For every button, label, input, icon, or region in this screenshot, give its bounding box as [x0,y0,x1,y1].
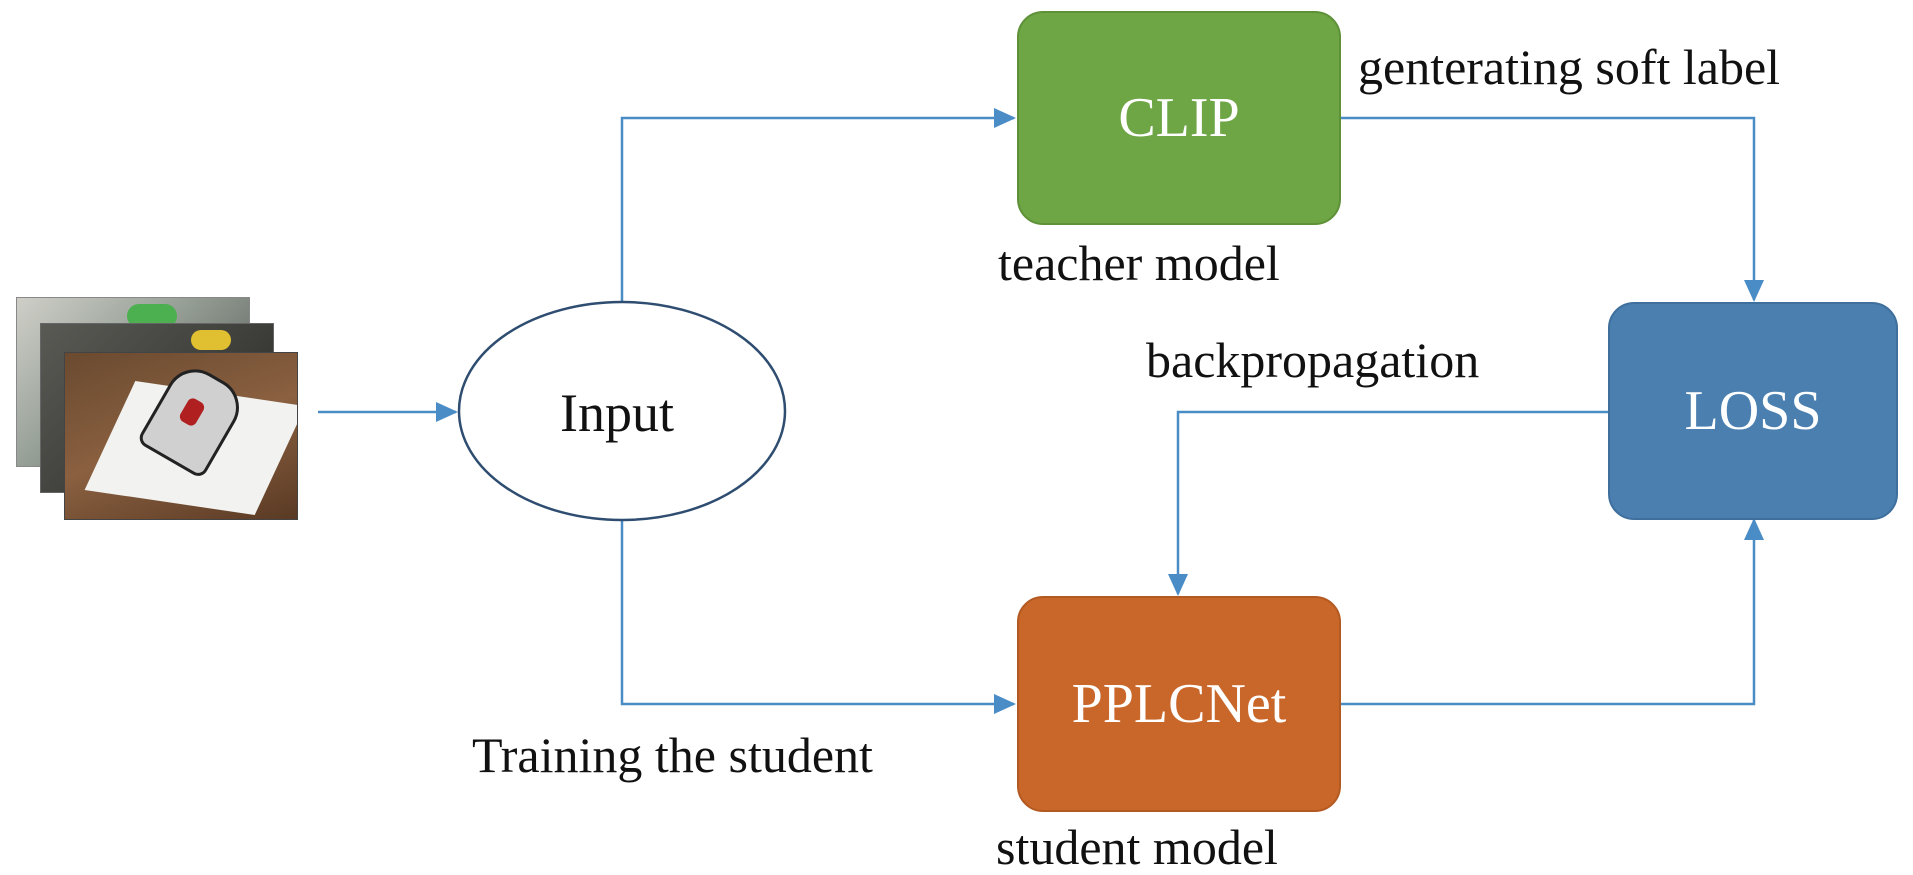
arrow-clip-to-loss [1341,116,1764,302]
input-image-front [64,352,298,520]
training-student-caption: Training the student [472,727,873,783]
input-ellipse [457,300,787,522]
input-node-label: Input [560,383,674,443]
clip-node-label: CLIP [1118,87,1240,149]
arrow-pplcnet-to-loss [1341,518,1764,706]
soft-label-caption: genterating soft label [1358,39,1781,95]
pplcnet-node-label: PPLCNet [1071,673,1287,735]
teacher-model-caption: teacher model [998,235,1280,291]
arrow-loss-backprop [1168,410,1608,596]
loss-node-label: LOSS [1684,380,1822,442]
clip-node: CLIP [1017,11,1341,225]
student-model-caption: student model [996,819,1278,875]
pplcnet-node: PPLCNet [1017,596,1341,812]
yellow-object [191,330,231,350]
backpropagation-caption: backpropagation [1146,332,1480,388]
loss-node: LOSS [1608,302,1898,520]
arrow-input-to-pplcnet [620,520,1016,714]
arrow-input-to-clip [620,108,1016,302]
